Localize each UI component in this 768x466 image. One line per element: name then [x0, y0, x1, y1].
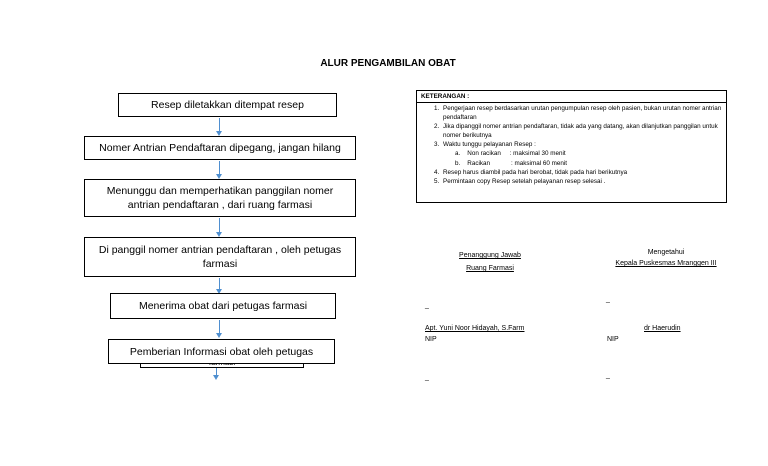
notes-box: KETERANGAN : Pengerjaan resep berdasarka… — [416, 90, 727, 203]
sig-right-blank-2: _ — [606, 372, 610, 379]
wait-time-b-marker: b. — [455, 159, 461, 167]
wait-time-b-label: Racikan — [467, 159, 491, 167]
flow-arrow-4 — [216, 278, 222, 294]
wait-time-a-marker: a. — [455, 150, 461, 158]
sig-right-title-1: Mengetahui — [647, 249, 685, 256]
note-item-1: Pengerjaan resep berdasarkan urutan peng… — [441, 104, 726, 122]
sig-left-blank-1: _ — [425, 302, 429, 309]
note-item-3-label: Waktu tunggu pelayanan Resep : — [443, 141, 536, 149]
note-item-5: Permintaan copy Resep setelah pelayanan … — [441, 177, 726, 186]
sig-right-nip: NIP — [607, 336, 619, 343]
page-title: ALUR PENGAMBILAN OBAT — [320, 58, 456, 69]
flow-step-2: Nomer Antrian Pendaftaran dipegang, jang… — [84, 136, 356, 160]
sig-right-title-2: Kepala Puskesmas Mranggen III — [615, 260, 717, 267]
sig-left-name: Apt. Yuni Noor Hidayah, S.Farm — [425, 325, 525, 332]
flow-arrow-6 — [213, 368, 219, 380]
wait-time-a-label: Non racikan — [467, 150, 501, 158]
sig-left-blank-2: _ — [425, 374, 429, 381]
flow-step-4: Di panggil nomer antrian pendaftaran , o… — [84, 237, 356, 277]
flow-arrow-3 — [216, 218, 222, 237]
flow-step-3: Menunggu dan memperhatikan panggilan nom… — [84, 179, 356, 217]
note-item-2: Jika dipanggil nomer antrian pendaftaran… — [441, 122, 726, 140]
flow-arrow-2 — [216, 161, 222, 179]
wait-time-a: a. Non racikan : maksimal 30 menit — [443, 149, 726, 158]
wait-time-b-value: : maksimal 60 menit — [511, 159, 568, 167]
flow-step-1: Resep diletakkan ditempat resep — [118, 93, 337, 117]
flow-step-5: Menerima obat dari petugas farmasi — [110, 293, 336, 319]
sig-left-title-1: Penanggung Jawab — [459, 252, 521, 259]
sig-left-title-2: Ruang Farmasi — [466, 265, 514, 272]
note-item-4: Resep harus diambil pada hari berobat, t… — [441, 168, 726, 177]
wait-time-b: b. Racikan : maksimal 60 menit — [443, 159, 726, 168]
note-item-3: Waktu tunggu pelayanan Resep : a. Non ra… — [441, 140, 726, 167]
wait-time-a-value: : maksimal 30 menit — [509, 150, 566, 158]
notes-header: KETERANGAN : — [417, 91, 726, 103]
flow-step-6: Pemberian Informasi obat oleh petugas — [108, 339, 335, 364]
sig-right-blank-1: _ — [606, 296, 610, 303]
sig-right-name: dr Haerudin — [644, 325, 681, 332]
sig-left-nip: NIP — [425, 336, 437, 343]
flow-arrow-1 — [216, 118, 222, 136]
flow-arrow-5 — [216, 320, 222, 338]
